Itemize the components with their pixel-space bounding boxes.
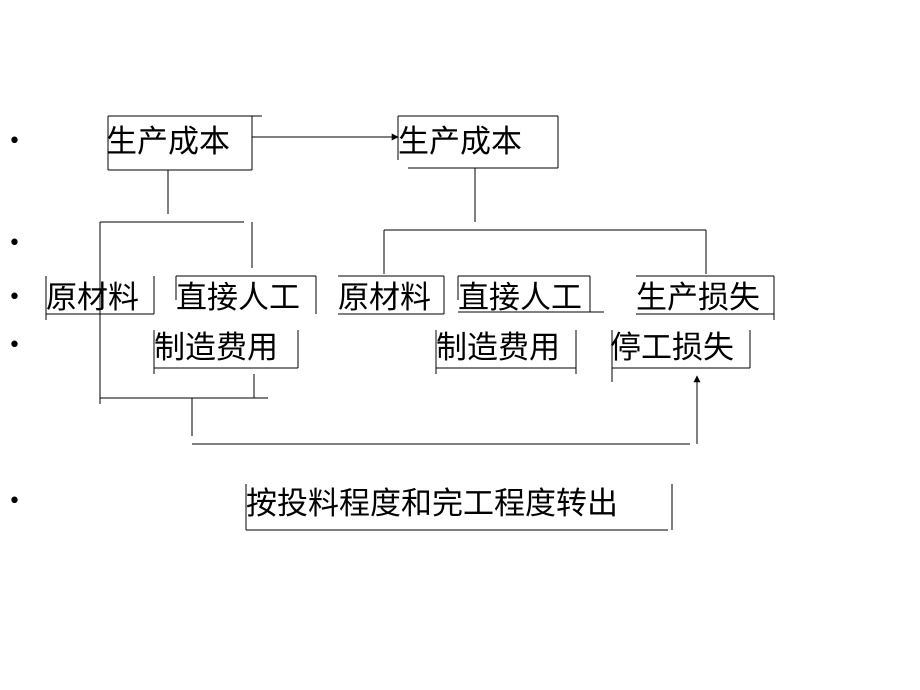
- left-direct-labor-label: 直接人工: [176, 280, 300, 316]
- right-shutdown-frame: [611, 330, 751, 382]
- bullet-4: •: [8, 333, 21, 358]
- right-cost-frame: [397, 115, 559, 169]
- left-cost-label: 生产成本: [106, 124, 230, 160]
- right-loss-frame: [636, 275, 775, 320]
- right-labor-frame: [457, 275, 604, 313]
- right-shutdown-loss-label: 停工损失: [610, 330, 734, 366]
- right-direct-labor-label: 直接人工: [458, 280, 582, 316]
- connectors: [99, 133, 707, 445]
- right-overhead-frame: [435, 330, 577, 374]
- bullet-3: •: [8, 285, 21, 310]
- bullet-5: •: [8, 489, 21, 514]
- bullet-1: •: [8, 129, 21, 154]
- right-raw-material-label: 原材料: [338, 280, 431, 316]
- transfer-out-label: 按投料程度和完工程度转出: [246, 486, 618, 522]
- left-overhead-frame: [153, 330, 299, 374]
- bullet-2: •: [8, 231, 21, 256]
- right-cost-label: 生产成本: [398, 124, 522, 160]
- transfer-out-frame: [245, 484, 673, 531]
- right-overhead-label: 制造费用: [436, 330, 560, 366]
- right-raw-frame: [338, 275, 445, 315]
- node-frames: [45, 115, 775, 531]
- left-raw-material-label: 原材料: [46, 280, 139, 316]
- left-cost-frame: [107, 115, 262, 171]
- left-labor-frame: [175, 275, 317, 314]
- right-production-loss-label: 生产损失: [636, 280, 760, 316]
- left-overhead-label: 制造费用: [154, 330, 278, 366]
